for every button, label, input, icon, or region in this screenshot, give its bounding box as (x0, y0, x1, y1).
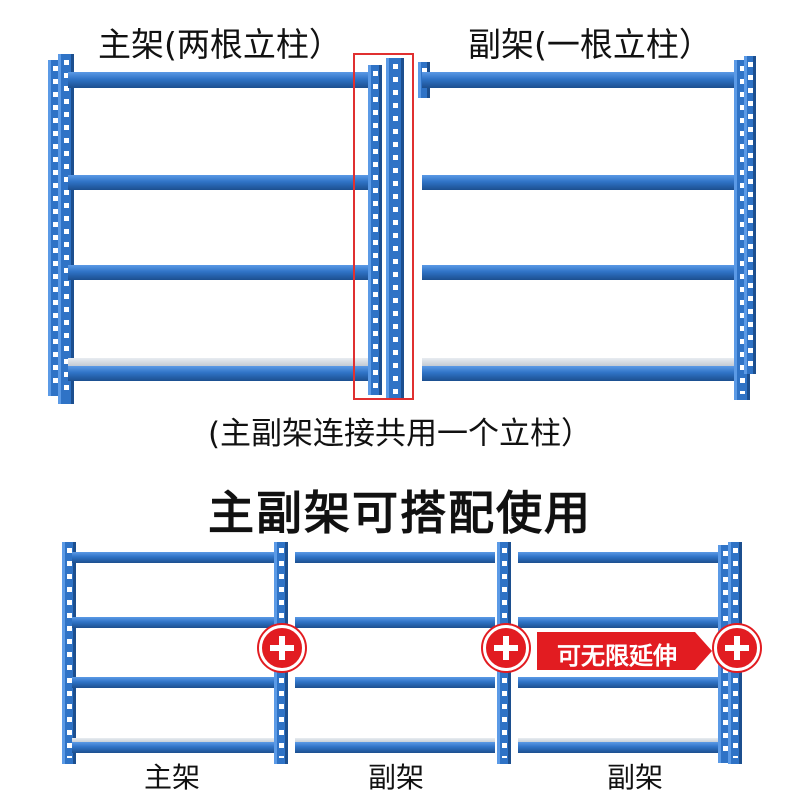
rack-beam (422, 366, 734, 381)
sub-frame-title: 副架(一根立柱） (468, 25, 712, 64)
rack-beam (68, 175, 368, 190)
rack-shelf-plate (422, 358, 734, 368)
headline: 主副架可搭配使用 (208, 486, 592, 540)
rack-beam (68, 265, 368, 280)
rack-shelf-plate (518, 738, 718, 744)
rack-beam (518, 677, 718, 688)
extend-banner-text: 可无限延伸 (557, 642, 677, 670)
rack-beam (295, 552, 495, 563)
rack-beam (422, 175, 734, 190)
rack-beam (295, 742, 495, 753)
shared-post-highlight-box (353, 53, 414, 400)
main-frame-title: 主架(两根立柱） (98, 25, 342, 64)
bottom-label-sub-2: 副架 (606, 761, 663, 794)
rack-post-shared-back (368, 65, 382, 395)
rack-beam (72, 677, 276, 688)
rack-beam (518, 617, 718, 628)
bottom-label-main: 主架 (143, 761, 200, 794)
rack-beam (422, 265, 734, 280)
rack-beam (518, 742, 718, 753)
plus-icon (259, 625, 305, 671)
rack-beam (72, 617, 276, 628)
rack-beam (295, 677, 495, 688)
arrow-right-icon: 可无限延伸 (537, 632, 712, 670)
rack-shelf-plate (68, 358, 368, 368)
rack-beam (68, 366, 368, 381)
rack-beam (422, 72, 734, 88)
rack-beam (68, 72, 368, 88)
rack-shelf-plate (295, 738, 495, 744)
caption: (主副架连接共用一个立柱） (207, 416, 593, 452)
rack-post (62, 542, 76, 764)
rack-post-shared (386, 58, 404, 400)
plus-icon (714, 625, 760, 671)
plus-icon (483, 625, 529, 671)
rack-shelf-plate (72, 738, 276, 744)
rack-post-back (744, 56, 756, 374)
rack-beam (295, 617, 495, 628)
rack-post-front (58, 54, 74, 404)
bottom-label-sub-1: 副架 (367, 761, 424, 794)
rack-beam (72, 552, 276, 563)
rack-beam (72, 742, 276, 753)
rack-beam (518, 552, 718, 563)
